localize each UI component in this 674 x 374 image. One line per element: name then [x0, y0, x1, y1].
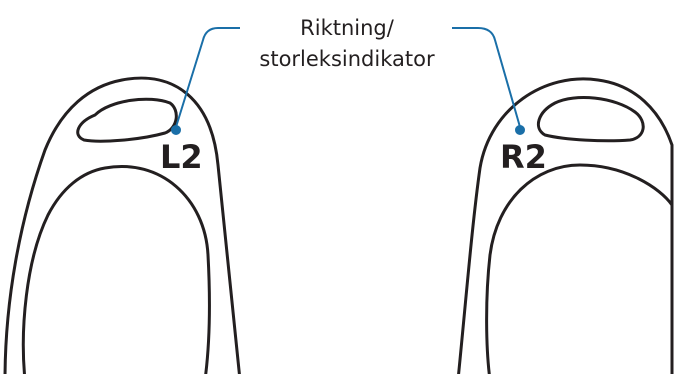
left-ear-tip: L2	[3, 76, 241, 374]
right-ear-tip: R2	[457, 77, 674, 374]
left-leader-dot	[171, 125, 181, 135]
left-ear-tip-main-opening	[21, 165, 211, 374]
right-size-marker: R2	[500, 138, 547, 176]
right-leader-line	[452, 27, 521, 128]
callout-label-line2: storleksindikator	[259, 47, 435, 71]
right-ear-tip-main-opening	[485, 163, 674, 374]
callout-label-line1: Riktning/	[300, 16, 395, 40]
right-leader-dot	[515, 125, 525, 135]
left-size-marker: L2	[160, 138, 203, 176]
callout-label: Riktning/ storleksindikator	[259, 16, 435, 71]
left-leader-line	[175, 27, 240, 128]
right-ear-tip-upper-hole	[536, 96, 645, 143]
left-ear-tip-upper-hole	[76, 97, 178, 143]
